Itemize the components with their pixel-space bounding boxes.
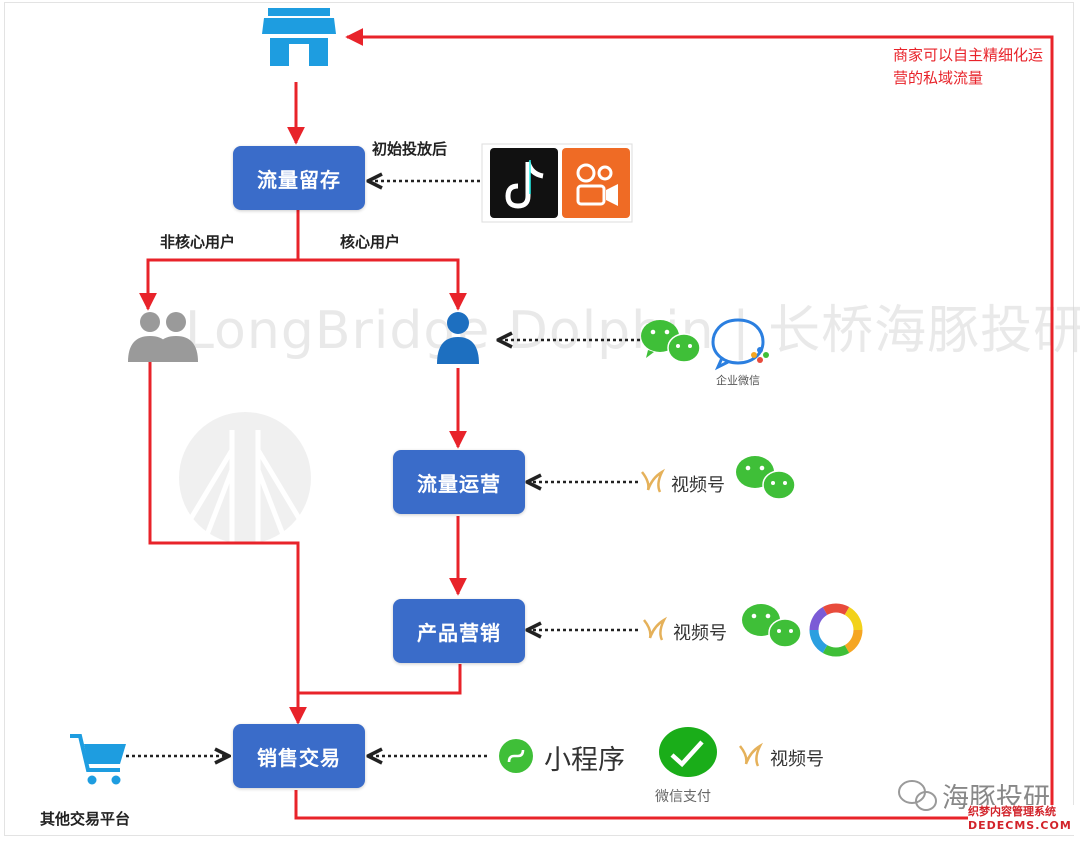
label-non-core-users: 非核心用户 <box>160 233 236 251</box>
label-private-traffic-note: 商家可以自主精细化运营的私域流量 <box>893 46 1044 87</box>
channels-label: 视频号 <box>770 749 824 770</box>
corner-badge: 织梦内容管理系统 DEDECMS.COM <box>968 805 1076 835</box>
node-product-marketing: 产品营销 <box>393 599 525 663</box>
corner-site-url: DEDECMS.COM <box>968 819 1072 832</box>
mini-program-label: 小程序 <box>544 745 625 776</box>
watermark-text: LongBridge Dolphin | 长桥海豚投研 <box>185 301 1080 361</box>
node-traffic-operation: 流量运营 <box>393 450 525 514</box>
wechat-pay-label: 微信支付 <box>655 789 711 805</box>
enterprise-wechat-label: 企业微信 <box>716 374 760 387</box>
label-other-platforms: 其他交易平台 <box>40 810 131 828</box>
label-initial-launch: 初始投放后 <box>372 140 448 158</box>
label-core-users: 核心用户 <box>340 233 401 251</box>
diagram-frame <box>4 2 1074 836</box>
channels-label: 视频号 <box>671 475 725 496</box>
corner-site-name: 织梦内容管理系统 <box>968 805 1056 818</box>
node-sales-transaction: 销售交易 <box>233 724 365 788</box>
node-traffic-retention: 流量留存 <box>233 146 365 210</box>
channels-label: 视频号 <box>673 623 727 644</box>
